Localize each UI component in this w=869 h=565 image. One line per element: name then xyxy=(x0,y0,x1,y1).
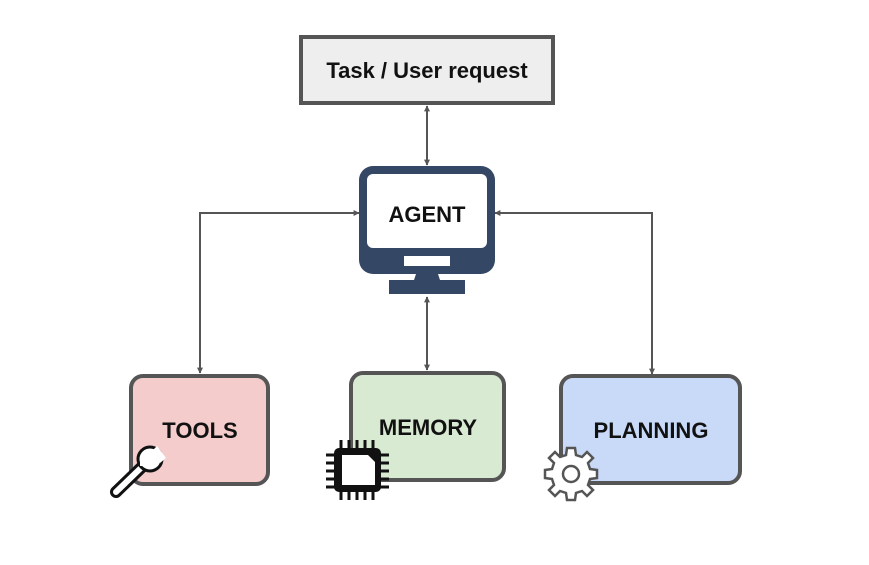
agent-planning-arrow xyxy=(494,210,655,375)
memory-box xyxy=(349,371,506,482)
chip-icon xyxy=(326,440,389,500)
agent-monitor-slot xyxy=(404,256,450,266)
agent-monitor-stand xyxy=(414,274,440,280)
agent-monitor-base xyxy=(389,280,465,294)
tools-label: TOOLS xyxy=(162,418,237,443)
connectors xyxy=(197,105,655,375)
planning-node: PLANNING xyxy=(559,374,742,485)
wrench-icon xyxy=(110,445,166,498)
memory-node: MEMORY xyxy=(349,371,506,482)
agent-tools-arrow xyxy=(197,210,360,374)
planning-label: PLANNING xyxy=(594,418,709,443)
planning-box xyxy=(559,374,742,485)
gear-icon xyxy=(543,446,599,502)
request-box xyxy=(299,35,555,105)
agent-label: AGENT xyxy=(389,202,467,227)
request-node: Task / User request xyxy=(299,35,555,105)
agent-node: AGENT xyxy=(359,166,495,294)
request-label: Task / User request xyxy=(326,58,528,83)
agent-monitor-screen xyxy=(367,174,487,248)
memory-label: MEMORY xyxy=(379,415,478,440)
